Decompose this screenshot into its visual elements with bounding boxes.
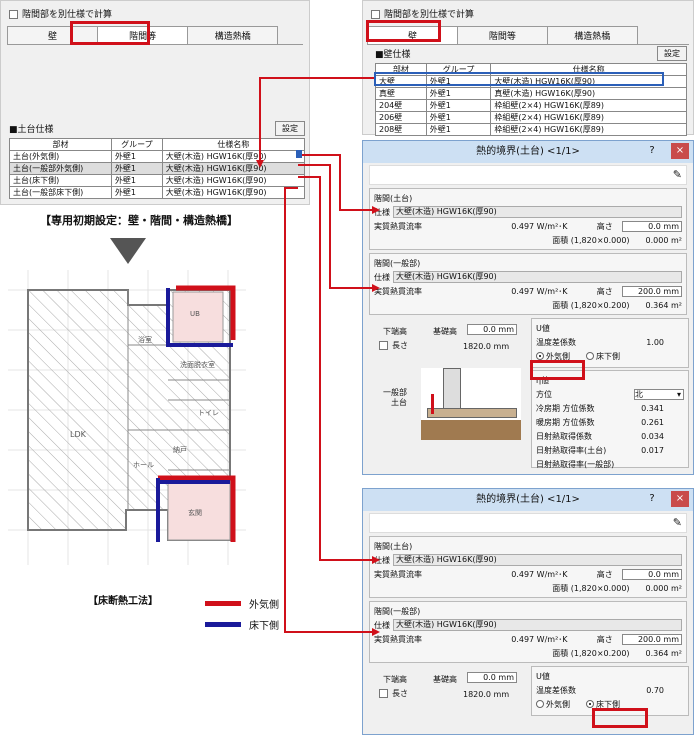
radio-underfloor[interactable]: 床下側 [586, 699, 620, 710]
floor-plan: UB 浴室 洗面脱衣室 トイレ LDK 納戸 ホール 玄関 [8, 270, 246, 565]
length-checkbox[interactable] [379, 341, 388, 350]
col-member: 部材 [9, 138, 112, 151]
checkbox-label: 階間部を別仕様で計算 [22, 10, 113, 20]
dialog-titlebar: 熱的境界(土台) <1/1> ? × [363, 141, 693, 163]
wall-setting-button[interactable]: 設定 [657, 46, 687, 61]
col-spec: 仕様名称 [161, 138, 306, 151]
legend-item-outside: 外気側 [205, 593, 279, 613]
highlight-outside-radio [530, 360, 585, 380]
base-height-input[interactable]: 0.0 mm [467, 324, 517, 335]
separate-spec-checkbox-row[interactable]: 階間部を別仕様で計算 [1, 1, 309, 26]
legend-swatch-red [205, 600, 241, 606]
close-icon[interactable]: × [671, 491, 689, 507]
chevron-down-icon: ▾ [676, 389, 681, 399]
room-label-toilet: トイレ [198, 409, 219, 417]
dialog-thermal-boundary-1: 熱的境界(土台) <1/1> ? × ✎ 階間(土台) 仕様大壁(木造) HGW… [362, 140, 694, 475]
caption-initial-setting: 【専用初期設定：壁・階間・構造熱橋】 [40, 214, 238, 227]
height-input[interactable]: 0.0 mm [622, 568, 682, 580]
room-label-ldk: LDK [70, 430, 86, 439]
height-input[interactable]: 0.0 mm [622, 220, 682, 232]
direction-select[interactable]: 北▾ [634, 388, 684, 400]
base-height-input[interactable]: 0.0 mm [467, 672, 517, 683]
foundation-setting-button[interactable]: 設定 [275, 121, 305, 136]
dialog-titlebar: 熱的境界(土台) <1/1> ? × [363, 489, 693, 511]
tab-structural-bridge[interactable]: 構造熱橋 [546, 26, 638, 44]
tab-floor-between[interactable]: 階間等 [456, 26, 548, 44]
section-diagram [421, 368, 521, 440]
legend-swatch-blue [205, 621, 241, 627]
radio-outside[interactable]: 外気側 [536, 699, 570, 710]
highlight-underfloor-radio [592, 708, 648, 728]
legend: 外気側 床下側 [205, 593, 279, 635]
dialog-thermal-boundary-2: 熱的境界(土台) <1/1> ? × ✎ 階間(土台) 仕様大壁(木造) HGW… [362, 488, 694, 735]
help-icon[interactable]: ? [649, 145, 655, 156]
highlight-wall-tab [366, 20, 441, 42]
room-label-hall: ホール [133, 461, 154, 469]
checkbox-label: 階間部を別仕様で計算 [384, 10, 475, 20]
room-label-bath: 浴室 [138, 336, 152, 344]
down-arrow-icon [110, 238, 146, 264]
foundation-spec-title: ■土台仕様 [9, 125, 54, 135]
tab-spacer [277, 26, 304, 44]
top-left-panel: 階間部を別仕様で計算 壁 階間等 構造熱橋 ■土台仕様 設定 部材グループ仕様名… [0, 0, 310, 205]
height-input[interactable]: 200.0 mm [622, 285, 682, 297]
close-icon[interactable]: × [671, 143, 689, 159]
edit-icon[interactable]: ✎ [672, 516, 682, 529]
spec-bar[interactable]: 大壁(木造) HGW16K(厚90) [393, 554, 682, 566]
edit-icon[interactable]: ✎ [672, 168, 682, 181]
spec-bar[interactable]: 大壁(木造) HGW16K(厚90) [393, 619, 682, 631]
caption-floor-insulation: 【床断熱工法】 [88, 596, 158, 607]
highlight-wall-row [374, 72, 664, 86]
room-label-ub: UB [190, 310, 200, 318]
room-label-washroom: 洗面脱衣室 [180, 361, 215, 369]
separate-spec-checkbox[interactable] [371, 10, 380, 19]
room-label-storage: 納戸 [173, 446, 187, 454]
spec-bar[interactable]: 大壁(木造) HGW16K(厚90) [393, 271, 682, 283]
height-input[interactable]: 200.0 mm [622, 633, 682, 645]
col-group: グループ [110, 138, 163, 151]
radio-underfloor[interactable]: 床下側 [586, 351, 620, 362]
radio-outside[interactable]: 外気側 [536, 351, 570, 362]
highlight-floor-tab [70, 21, 150, 45]
tab-bar: 壁 階間等 構造熱橋 [7, 26, 303, 45]
legend-item-underfloor: 床下側 [205, 613, 279, 635]
spec-bar[interactable]: 大壁(木造) HGW16K(厚90) [393, 206, 682, 218]
separate-spec-checkbox[interactable] [9, 10, 18, 19]
tab-structural-bridge[interactable]: 構造熱橋 [187, 26, 279, 44]
room-label-entrance: 玄関 [188, 509, 202, 517]
length-checkbox[interactable] [379, 689, 388, 698]
help-icon[interactable]: ? [649, 493, 655, 504]
diagram-labels: 一般部土台 [383, 388, 407, 407]
wall-spec-title: ■壁仕様 [375, 50, 411, 60]
